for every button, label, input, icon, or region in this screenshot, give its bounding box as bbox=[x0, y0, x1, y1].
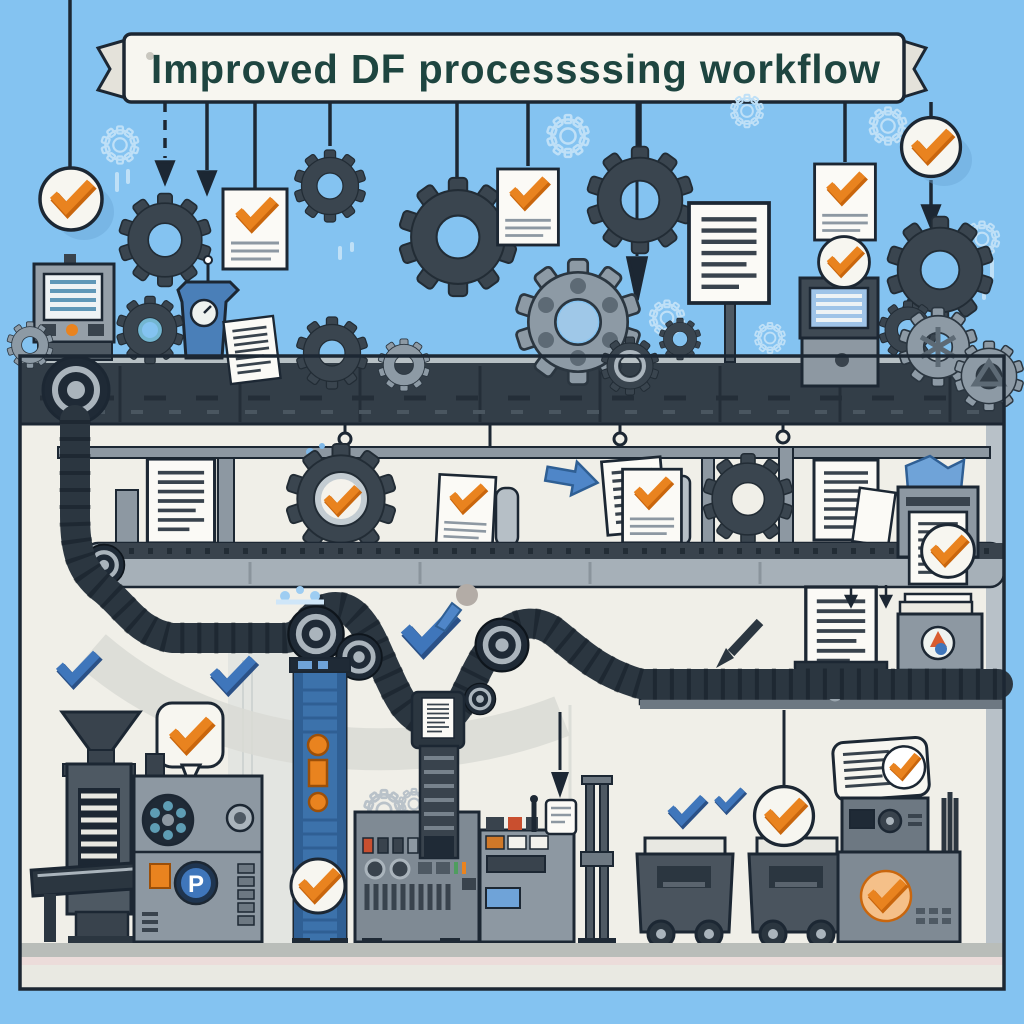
document-on-stand bbox=[689, 203, 769, 363]
film-reel-icon bbox=[141, 793, 195, 847]
control-panel-machine bbox=[353, 787, 481, 946]
cart-lid bbox=[643, 836, 727, 856]
p-dial-machine: P bbox=[132, 753, 264, 944]
pencil-arrow-icon bbox=[716, 618, 764, 668]
orange-button bbox=[306, 733, 330, 757]
cart-body bbox=[635, 852, 735, 934]
blue-tower bbox=[289, 657, 351, 947]
mid-decorations bbox=[63, 584, 764, 689]
result-card bbox=[831, 735, 931, 802]
vents bbox=[364, 884, 451, 910]
check-badge-icon bbox=[819, 237, 870, 288]
cart-body bbox=[747, 852, 847, 934]
splash bbox=[276, 586, 324, 605]
shelf-underside bbox=[640, 700, 1004, 709]
document-icon bbox=[421, 697, 455, 739]
fork-antenna bbox=[941, 792, 959, 852]
gear-with-check bbox=[285, 442, 397, 556]
roller-icon bbox=[288, 606, 343, 661]
button bbox=[42, 324, 56, 336]
floor bbox=[20, 943, 1004, 989]
document-icon bbox=[145, 457, 217, 545]
p-dial-label: P bbox=[188, 871, 204, 898]
cylinder bbox=[494, 486, 520, 548]
steel-gear-triangle bbox=[953, 340, 1024, 412]
gear-icon bbox=[6, 321, 54, 369]
document-check-icon bbox=[623, 469, 682, 543]
roller-icon bbox=[476, 619, 529, 672]
conveyor-top-gears bbox=[6, 258, 1024, 412]
cart-2 bbox=[747, 836, 847, 949]
button-column bbox=[237, 863, 255, 926]
banner-title: Improved DF processssing workflow bbox=[151, 46, 881, 92]
orange-switch bbox=[307, 758, 329, 788]
printer-slot bbox=[906, 497, 970, 506]
blue-pedestal bbox=[176, 255, 241, 360]
roller-icon bbox=[462, 681, 498, 717]
title-banner: Improved DF processssing workflow bbox=[68, 0, 929, 168]
blue-pen-icon bbox=[434, 601, 463, 633]
document-check-icon bbox=[223, 189, 287, 269]
elevator-column bbox=[418, 744, 460, 860]
gray-dot bbox=[456, 584, 478, 606]
orange-button bbox=[66, 324, 78, 336]
sky-items bbox=[40, 118, 995, 363]
roller-wheel bbox=[41, 355, 111, 425]
document-check-icon bbox=[498, 169, 559, 245]
monitor-machine-left bbox=[32, 254, 116, 425]
bracket bbox=[115, 489, 139, 545]
dot-grid bbox=[916, 908, 951, 924]
arrow-right-icon bbox=[543, 459, 600, 498]
knob bbox=[389, 858, 411, 880]
button bbox=[88, 324, 104, 336]
cart-1 bbox=[635, 836, 735, 949]
hanging-pins bbox=[843, 585, 894, 609]
document-check-icon bbox=[815, 164, 876, 240]
floor-checks bbox=[673, 710, 813, 845]
check-badge-icon bbox=[40, 168, 102, 230]
pole-stand bbox=[578, 775, 616, 947]
slot bbox=[486, 855, 546, 873]
p-dial: P bbox=[173, 860, 219, 906]
post bbox=[217, 457, 235, 547]
feeder-machine bbox=[478, 712, 578, 944]
document-check-icon bbox=[436, 474, 496, 547]
wall-rail bbox=[57, 446, 991, 459]
frame-outline bbox=[18, 354, 1006, 991]
banner-plate bbox=[122, 32, 906, 104]
monitor-machine-right bbox=[798, 237, 880, 388]
check-badge-icon bbox=[755, 787, 814, 846]
gear-icon bbox=[295, 316, 369, 390]
check-badge-icon bbox=[289, 857, 347, 915]
check-badge-icon bbox=[922, 525, 975, 578]
steel-gear-spoked bbox=[897, 306, 979, 388]
document-icon bbox=[689, 203, 769, 303]
blank-sheet bbox=[851, 486, 897, 548]
arrow-down-icon bbox=[551, 772, 569, 798]
funnel-shredder-machine bbox=[29, 710, 153, 944]
second-level bbox=[57, 442, 991, 556]
big-steel-gear bbox=[514, 258, 642, 386]
second-conveyor-belt bbox=[84, 541, 1006, 589]
hanging-lines bbox=[154, 102, 942, 301]
knob bbox=[364, 858, 386, 880]
gear-icon bbox=[293, 149, 367, 223]
elevator-housing bbox=[410, 690, 466, 750]
document-icon bbox=[222, 314, 282, 386]
orange-button bbox=[149, 863, 171, 889]
screen bbox=[849, 809, 875, 829]
scanner-machine bbox=[831, 735, 962, 944]
printer-station bbox=[896, 454, 980, 586]
blue-screen bbox=[485, 887, 521, 909]
paper-bundle bbox=[544, 798, 578, 836]
check-badge-icon bbox=[902, 118, 961, 177]
orange-button bbox=[307, 791, 329, 813]
archive-box bbox=[896, 592, 984, 687]
